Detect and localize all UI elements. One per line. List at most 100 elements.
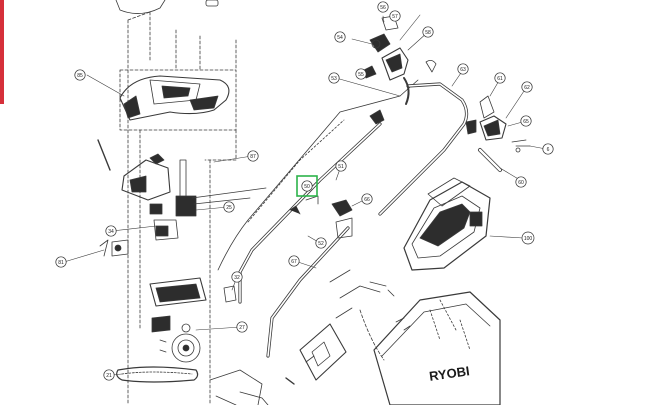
callout-circle [231, 271, 243, 283]
callout-number: 61 [497, 76, 503, 82]
callout-number: 85 [77, 73, 83, 79]
callout-25: 25 [223, 201, 235, 213]
callout-number: 67 [291, 259, 297, 265]
callout-number: 87 [250, 154, 256, 160]
callout-number: 65 [523, 119, 529, 125]
callout-number: 54 [337, 35, 343, 41]
callout-6: 6 [542, 143, 554, 155]
callout-number: 63 [460, 67, 466, 73]
callout-number: 34 [108, 229, 114, 235]
callout-circle [247, 150, 259, 162]
callout-51: 51 [335, 160, 347, 172]
callout-circle [315, 237, 327, 249]
accent-bar [0, 0, 4, 104]
callout-number: 60 [518, 180, 524, 186]
grass-bag-part [373, 291, 501, 405]
callout-number: 57 [392, 14, 398, 20]
callout-number: 6 [547, 147, 550, 153]
callout-circle [422, 26, 434, 38]
callout-32: 32 [231, 271, 243, 283]
callout-circle [223, 201, 235, 213]
callout-81: 81 [55, 256, 67, 268]
callout-labels: 56 57 54 58 55 85 53 63 61 62 65 6 87 51 50 60 66 25 34 52 1… [55, 1, 554, 381]
chute-plate-part [299, 323, 347, 381]
callout-circle [236, 321, 248, 333]
callout-100: 100 [521, 231, 535, 245]
callout-number: 32 [234, 275, 240, 281]
switch-box-part [381, 47, 409, 81]
callout-number: 25 [226, 205, 232, 211]
dashed-assembly-outline [119, 69, 237, 131]
callout-circle [335, 160, 347, 172]
callout-number: 27 [239, 325, 245, 331]
callout-circle [55, 256, 67, 268]
callout-number: 56 [380, 5, 386, 11]
callout-number: 66 [364, 197, 370, 203]
callout-number: 55 [358, 72, 364, 78]
callout-55: 55 [355, 68, 367, 80]
callout-54: 54 [334, 31, 346, 43]
callout-circle [457, 63, 469, 75]
callout-52: 52 [315, 237, 327, 249]
callout-number: 51 [338, 164, 344, 170]
callout-circle [328, 72, 340, 84]
callout-66: 66 [361, 193, 373, 205]
callout-number: 52 [318, 241, 324, 247]
callout-61: 61 [494, 72, 506, 84]
callout-62: 62 [521, 81, 533, 93]
callout-58: 58 [422, 26, 434, 38]
callout-circle [334, 31, 346, 43]
callout-67: 67 [288, 255, 300, 267]
cable-part [217, 79, 419, 271]
callout-number: 58 [425, 30, 431, 36]
callout-number: 81 [58, 260, 64, 266]
callout-circle [105, 225, 117, 237]
callout-number: 62 [524, 85, 530, 91]
callout-57: 57 [389, 10, 401, 22]
housing-left-part [121, 159, 171, 201]
callout-number: 21 [106, 373, 112, 379]
parts-line-art [63, 0, 547, 405]
callout-27: 27 [236, 321, 248, 333]
callout-53: 53 [328, 72, 340, 84]
callout-60: 60 [515, 176, 527, 188]
upper-handle-part [378, 82, 469, 216]
brand-label: RYOBI [428, 363, 470, 384]
callout-circle [520, 115, 532, 127]
callout-85: 85 [74, 69, 86, 81]
callout-34: 34 [105, 225, 117, 237]
callout-circle [515, 176, 527, 188]
drive-belt-part [116, 366, 199, 383]
lever-bracket-part [479, 115, 507, 141]
callout-number: 53 [331, 76, 337, 82]
callout-circle [301, 180, 313, 192]
grass-box-lid-part [403, 181, 491, 271]
callout-circle [521, 231, 535, 245]
callout-56: 56 [377, 1, 389, 13]
highlight-box [296, 175, 318, 197]
callout-21: 21 [103, 369, 115, 381]
motor-assembly-part [149, 277, 207, 307]
callout-circle [74, 69, 86, 81]
callout-circle [288, 255, 300, 267]
callout-63: 63 [457, 63, 469, 75]
callout-circle [521, 81, 533, 93]
callout-circle [542, 143, 554, 155]
callout-number: 100 [524, 236, 533, 242]
callout-87: 87 [247, 150, 259, 162]
callout-circle [355, 68, 367, 80]
callout-circle [494, 72, 506, 84]
top-cover-part [115, 0, 166, 14]
callout-circle [103, 369, 115, 381]
callout-50: 50 [296, 175, 318, 197]
lower-handle-part [238, 122, 382, 304]
small-clip-part [205, 0, 219, 7]
callout-circle [377, 1, 389, 13]
callout-circle [389, 10, 401, 22]
callout-circle [361, 193, 373, 205]
callout-65: 65 [520, 115, 532, 127]
callout-number: 50 [304, 184, 310, 190]
motor-cover-part [119, 75, 230, 121]
handle-tube-part [266, 226, 350, 358]
